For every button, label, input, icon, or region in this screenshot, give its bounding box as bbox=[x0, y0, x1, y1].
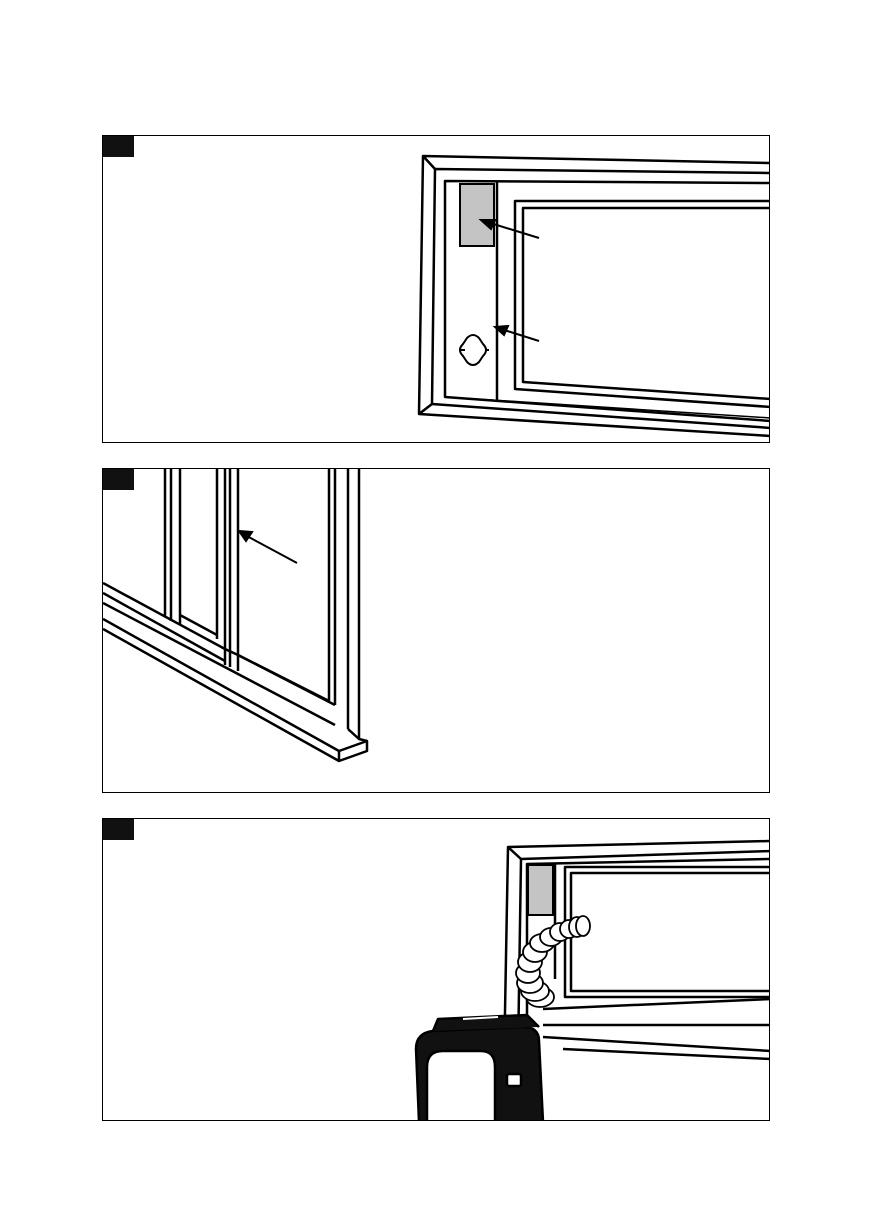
foam-pad bbox=[528, 865, 553, 915]
instruction-panel-2 bbox=[102, 468, 770, 793]
window-frame-illustration bbox=[103, 136, 770, 443]
instruction-panel-1 bbox=[102, 135, 770, 443]
air-conditioner-installed-illustration bbox=[103, 819, 770, 1121]
sliding-door-illustration bbox=[103, 469, 770, 793]
instruction-panel-3 bbox=[102, 818, 770, 1121]
foam-pad bbox=[460, 184, 494, 246]
air-conditioner-unit bbox=[416, 1015, 543, 1121]
